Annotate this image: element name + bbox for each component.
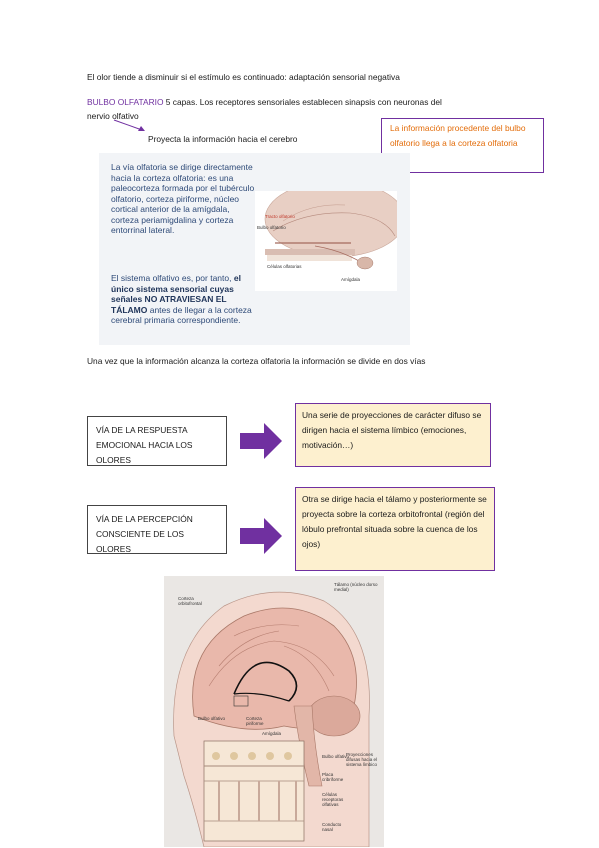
projects-text: Proyecta la información hacia el cerebro <box>148 134 298 144</box>
arrow-icon <box>113 119 145 131</box>
figure1-para2-b: el único sistema sensorial cuyas señales… <box>111 273 241 315</box>
label-conducto: Conducto nasal <box>322 822 342 832</box>
label-bulbo-olfativo: Bulbo olfativo <box>198 716 226 721</box>
figure-brain-sagittal: Corteza orbitofrontal Tálamo (núcleo dor… <box>164 576 384 847</box>
route-conscious-description: Otra se dirige hacia el tálamo y posteri… <box>295 487 495 571</box>
figure1-para2-a: El sistema olfativo es, por tanto, <box>111 273 234 283</box>
brain-illustration: Tracto olfatorio Bulbo olfatorio Células… <box>255 180 406 291</box>
note-box-text: La información procedente del bulbo olfa… <box>390 123 526 148</box>
label-piriforme: Corteza piriforme <box>246 716 264 726</box>
intro-text: El olor tiende a disminuir si el estímul… <box>87 72 400 82</box>
route1-arrow-icon <box>240 423 282 459</box>
route-conscious-text: Otra se dirige hacia el tálamo y posteri… <box>302 494 487 549</box>
figure1-para1: La vía olfatoria se dirige directamente … <box>111 162 255 235</box>
label-celulas: Células olfatorias <box>267 264 302 269</box>
label-tracto: Tracto olfatorio <box>265 214 295 219</box>
divides-text: Una vez que la información alcanza la co… <box>87 356 426 366</box>
bulbo-paragraph: BULBO OLFATARIO 5 capas. Los receptores … <box>87 95 517 123</box>
route-emotional-box: VÍA DE LA RESPUESTA EMOCIONAL HACIA LOS … <box>87 416 227 466</box>
route-emotional-description: Una serie de proyecciones de carácter di… <box>295 403 491 467</box>
label-placa: Placa cribriforme <box>322 772 344 782</box>
label-celulas-receptoras: Células receptoras olfativas <box>322 792 344 807</box>
brain-sagittal-drawing <box>164 576 384 847</box>
label-bulbo2: Bulbo olfativo <box>322 754 350 759</box>
figure1-para2: El sistema olfativo es, por tanto, el ún… <box>111 273 256 326</box>
label-amigdala: Amígdala <box>341 277 361 282</box>
figure1-para2-c: antes de llegar a la corteza cerebral pr… <box>111 304 252 326</box>
route-emotional-label: VÍA DE LA RESPUESTA EMOCIONAL HACIA LOS … <box>96 425 193 465</box>
label-amigdala2: Amígdala <box>262 731 282 736</box>
label-bulbo: Bulbo olfatorio <box>257 225 286 230</box>
brain-drawing <box>264 180 406 270</box>
figure-olfactory-pathway: La vía olfatoria se dirige directamente … <box>99 153 410 345</box>
route-emotional-text: Una serie de proyecciones de carácter di… <box>302 410 482 450</box>
label-talamo: Tálamo (núcleo dorso medial) <box>334 582 378 592</box>
bulbo-text2: nervio olfativo <box>87 111 139 121</box>
bulbo-label: BULBO OLFATARIO <box>87 97 164 107</box>
route-conscious-box: VÍA DE LA PERCEPCIÓN CONSCIENTE DE LOS O… <box>87 505 227 554</box>
note-box: La información procedente del bulbo olfa… <box>381 118 544 173</box>
bulbo-text: 5 capas. Los receptores sensoriales esta… <box>163 97 442 107</box>
route-conscious-label: VÍA DE LA PERCEPCIÓN CONSCIENTE DE LOS O… <box>96 514 193 554</box>
label-proyecciones: Proyecciones difusas hacia el sistema lí… <box>346 752 378 767</box>
label-orbitofrontal: Corteza orbitofrontal <box>178 596 202 606</box>
route2-arrow-icon <box>240 518 282 554</box>
